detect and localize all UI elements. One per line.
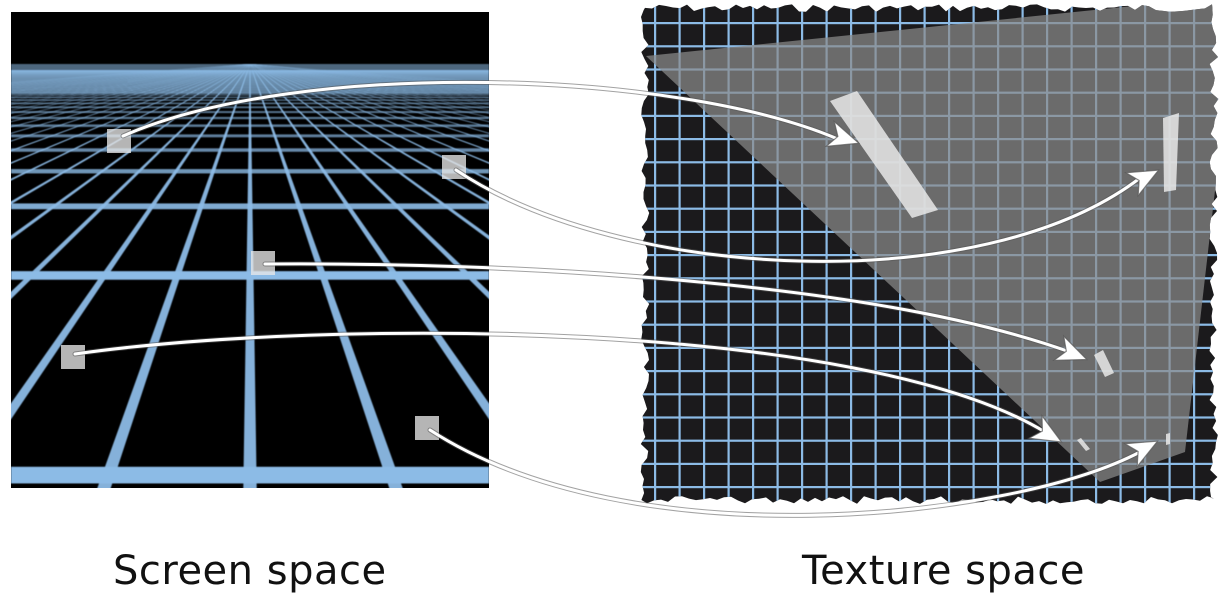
mapping-arrow: [454, 168, 1142, 263]
grid-column-line: [11, 64, 251, 420]
texture-footprint: [1163, 113, 1179, 192]
mapping-arrow: [428, 428, 1142, 517]
grid-column-line: [97, 64, 251, 488]
perspective-grid: [11, 64, 489, 488]
grid-column-line: [11, 64, 251, 300]
grid-column-line: [250, 64, 489, 181]
texture-grid-column: [1217, 4, 1219, 504]
mapping-arrow: [121, 80, 842, 142]
texture-grid-row: [640, 346, 1219, 349]
grid-column-line: [249, 64, 489, 300]
texture-grid-row: [640, 370, 1219, 373]
texture-grid-row: [640, 323, 1219, 326]
texture-grid-row: [640, 416, 1219, 419]
screen-sample-square: [61, 345, 85, 369]
grid-column-line: [249, 64, 489, 205]
arrow-head-shape: [824, 119, 861, 148]
arrow-head-shape: [1123, 169, 1160, 198]
texture-footprints: [830, 91, 1179, 451]
texture-space-caption: Texture space: [802, 548, 1085, 594]
texture-grid-row: [640, 486, 1219, 489]
texture-grid-row: [640, 22, 1219, 25]
mapping-arrow: [263, 262, 1072, 354]
texture-footprint: [830, 91, 938, 218]
grid-column-line: [249, 64, 489, 420]
grid-column-line: [243, 64, 257, 488]
screen-sample-squares: [61, 129, 466, 440]
horizon-haze: [11, 64, 489, 94]
screen-space-panel: [11, 12, 489, 488]
texture-grid-row: [640, 393, 1219, 396]
texture-grid-row: [640, 462, 1219, 465]
texture-grid-row: [640, 439, 1219, 442]
mapping-arrows: [72, 79, 1160, 518]
arrow-head: [1122, 440, 1159, 469]
arrow-head-shape: [1027, 413, 1063, 443]
screen-sample-square: [415, 416, 439, 440]
grid-column-line: [249, 64, 403, 488]
arrow-head-shape: [1122, 440, 1159, 469]
arrow-head: [824, 119, 861, 148]
arrow-head: [1123, 169, 1160, 198]
arrow-head-shape: [1052, 334, 1089, 361]
arrow-head: [1027, 413, 1063, 443]
texture-footprint: [1077, 438, 1090, 451]
mapping-arrow: [73, 331, 1047, 434]
texture-footprint: [1166, 433, 1170, 445]
arrow-head: [1052, 334, 1089, 361]
texture-footprint: [1094, 350, 1114, 377]
screen-space-caption: Screen space: [113, 548, 387, 594]
grid-column-line: [249, 64, 489, 240]
